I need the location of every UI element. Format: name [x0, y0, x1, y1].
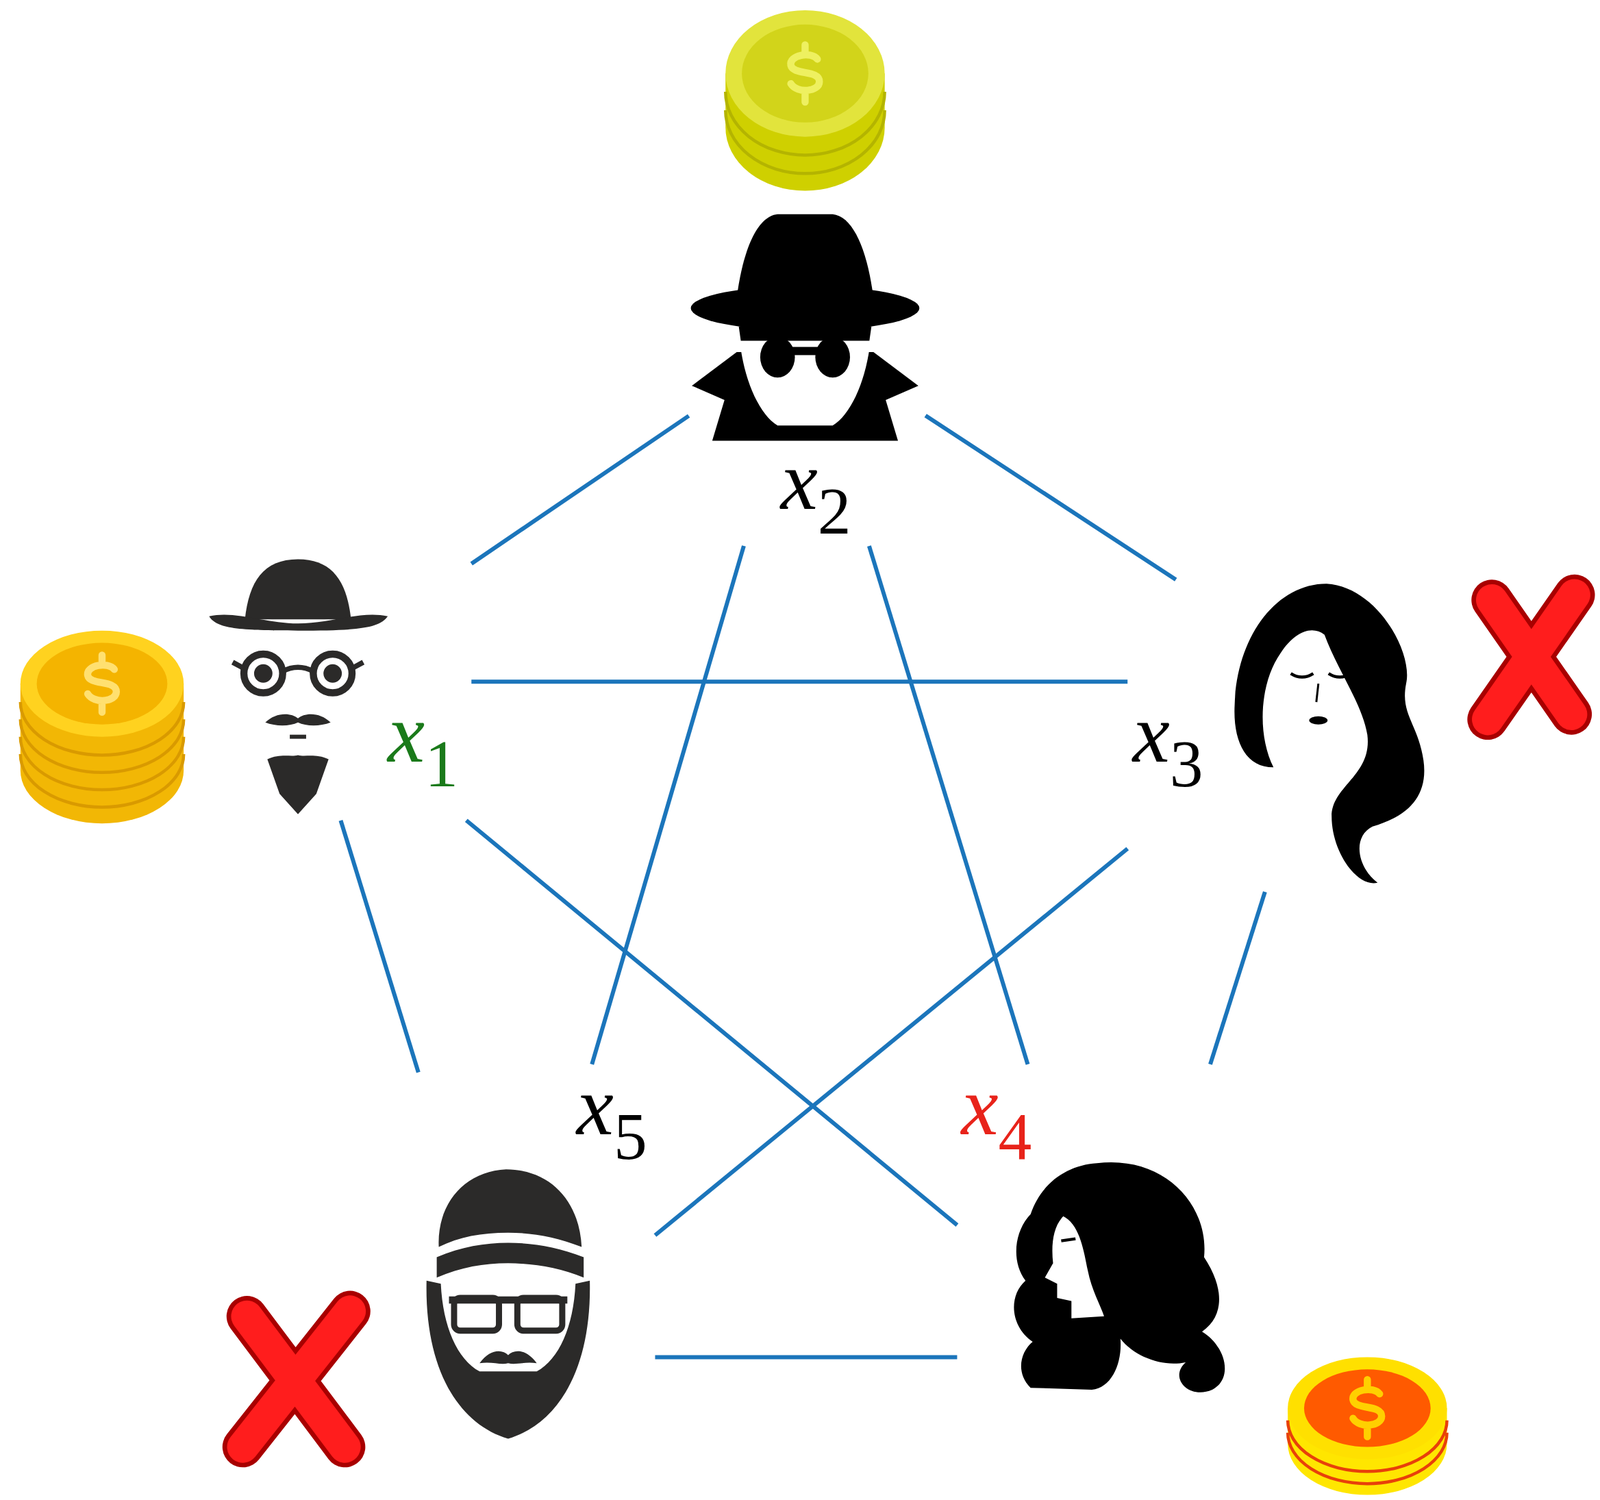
eye — [1060, 1239, 1076, 1242]
link-line — [466, 820, 958, 1226]
hair — [1013, 1162, 1225, 1393]
coin-face — [725, 10, 885, 137]
coin-inner — [36, 643, 168, 725]
eye — [323, 664, 342, 683]
link-line — [654, 848, 1128, 1235]
variable-label: x2 — [780, 439, 852, 523]
hat-crown — [245, 558, 352, 620]
variable-letter: x — [960, 1059, 998, 1153]
variable-letter: x — [576, 1059, 614, 1153]
glasses — [243, 654, 283, 694]
person-node: x4 — [956, 1064, 1235, 1398]
coin-stack — [725, 10, 885, 192]
spy-icon — [691, 214, 920, 442]
coin-rim — [20, 754, 184, 807]
coin-stack — [1287, 1356, 1447, 1495]
mustache — [265, 714, 331, 727]
variable-letter: x — [780, 434, 818, 527]
face — [1045, 1216, 1105, 1319]
cross-fill — [1487, 595, 1575, 720]
cross-outline — [1487, 595, 1575, 720]
mouth — [289, 734, 307, 740]
hat-crown — [736, 214, 874, 298]
beard — [267, 754, 329, 814]
glasses — [815, 336, 850, 379]
link-line — [471, 679, 1128, 684]
eyes — [1291, 673, 1352, 677]
hat-shadow — [739, 326, 872, 342]
coin-inner — [1304, 1369, 1431, 1447]
beanie-band — [436, 1243, 585, 1279]
man-icon — [208, 558, 388, 814]
nose — [1316, 683, 1319, 703]
hair — [1234, 583, 1424, 883]
red-cross — [243, 1310, 350, 1447]
variable-label: x1 — [387, 691, 459, 776]
glasses-bar — [449, 1296, 568, 1304]
illustration-group — [20, 10, 1575, 1496]
face — [739, 328, 872, 427]
link-line — [471, 415, 689, 564]
woman-icon — [1234, 583, 1424, 883]
link-line — [869, 545, 1029, 1065]
variable-index: 1 — [424, 726, 459, 801]
variable-letter: x — [1132, 686, 1170, 780]
glasses-bridge — [791, 347, 819, 356]
beard — [426, 1280, 591, 1440]
woman-profile-icon — [1013, 1162, 1225, 1393]
person-node: x5 — [418, 1064, 656, 1444]
person-node: x2 — [689, 208, 927, 546]
link-line — [340, 820, 418, 1073]
coin-stack — [20, 630, 184, 824]
glasses-frame — [232, 662, 364, 672]
coin-symbol — [790, 45, 820, 103]
variable-index: 3 — [1169, 726, 1204, 801]
cross-outline — [243, 1310, 350, 1447]
variable-letter: x — [387, 686, 425, 780]
mustache — [479, 1351, 537, 1364]
coin-face — [1287, 1356, 1447, 1459]
person-node: x3 — [1127, 579, 1434, 892]
variable-index: 2 — [817, 473, 852, 548]
variable-index: 5 — [613, 1099, 648, 1174]
variable-index: 4 — [998, 1099, 1033, 1174]
link-line — [654, 1354, 957, 1359]
variable-label: x4 — [960, 1064, 1032, 1148]
glasses — [313, 654, 353, 694]
person-node: x1 — [204, 550, 472, 820]
red-cross — [1487, 595, 1575, 720]
coin-inner — [741, 24, 869, 123]
coin-rim — [20, 736, 184, 790]
link-line — [1210, 891, 1266, 1065]
hat-brim — [208, 614, 388, 631]
bearded-man-icon — [426, 1169, 591, 1439]
glasses — [760, 336, 796, 379]
beanie — [438, 1169, 582, 1247]
coin-face — [20, 630, 184, 737]
link-line — [925, 415, 1177, 580]
variable-label: x5 — [576, 1064, 648, 1148]
mouth — [1308, 716, 1328, 725]
cross-fill — [243, 1310, 350, 1447]
coin-symbol — [1352, 1379, 1382, 1437]
link-line — [591, 545, 744, 1065]
hat-brim — [691, 285, 920, 331]
coin-symbol — [87, 654, 117, 712]
eye — [254, 664, 273, 683]
variable-label: x3 — [1132, 691, 1204, 776]
